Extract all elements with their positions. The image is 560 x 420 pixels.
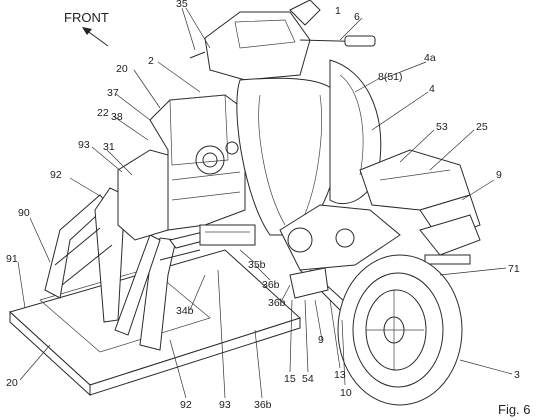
figure-label: Fig. 6 bbox=[498, 402, 531, 417]
label-22: 22 bbox=[97, 107, 109, 119]
label-38: 38 bbox=[111, 111, 123, 123]
front-arrow bbox=[82, 27, 109, 47]
label-8-51: 8(51) bbox=[378, 71, 403, 83]
label-37: 37 bbox=[107, 87, 119, 99]
label-31: 31 bbox=[103, 141, 115, 153]
front-label: FRONT bbox=[64, 10, 109, 25]
label-93-top: 93 bbox=[78, 139, 90, 151]
label-36b-3: 36b bbox=[254, 399, 272, 411]
label-90: 90 bbox=[18, 207, 30, 219]
label-53: 53 bbox=[436, 121, 448, 133]
label-2: 2 bbox=[148, 55, 154, 67]
label-36b-1: 36b bbox=[262, 279, 280, 291]
label-3: 3 bbox=[514, 369, 520, 381]
label-15: 15 bbox=[284, 373, 296, 385]
label-54: 54 bbox=[302, 373, 314, 385]
label-92-bottom: 92 bbox=[180, 399, 192, 411]
label-9-top: 9 bbox=[496, 169, 502, 181]
label-93-bottom: 93 bbox=[219, 399, 231, 411]
label-36b-2: 36b bbox=[268, 297, 286, 309]
label-92-top: 92 bbox=[50, 169, 62, 181]
cockpit bbox=[189, 0, 376, 81]
label-10: 10 bbox=[340, 387, 352, 399]
label-4a: 4a bbox=[424, 52, 436, 64]
label-91: 91 bbox=[6, 253, 18, 265]
engine-box bbox=[117, 94, 256, 246]
body-cowl bbox=[236, 59, 382, 236]
reference-labels: 35 1 6 2 20 4a 8(51) 37 4 22 38 53 25 93… bbox=[6, 0, 520, 411]
label-6: 6 bbox=[354, 11, 360, 23]
label-1: 1 bbox=[335, 5, 341, 17]
label-20-top: 20 bbox=[116, 63, 128, 75]
swing-arm bbox=[279, 204, 401, 331]
leader-lines bbox=[17, 7, 513, 399]
label-71: 71 bbox=[508, 263, 520, 275]
label-35b: 35b bbox=[248, 259, 266, 271]
label-9-mid: 9 bbox=[318, 334, 324, 346]
label-13: 13 bbox=[334, 369, 346, 381]
label-20-bottom: 20 bbox=[6, 377, 18, 389]
label-25: 25 bbox=[476, 121, 488, 133]
rear-fender bbox=[419, 214, 481, 265]
label-35: 35 bbox=[176, 0, 188, 10]
label-34b: 34b bbox=[176, 305, 194, 317]
rear-wheel bbox=[337, 254, 463, 406]
label-4: 4 bbox=[429, 83, 435, 95]
